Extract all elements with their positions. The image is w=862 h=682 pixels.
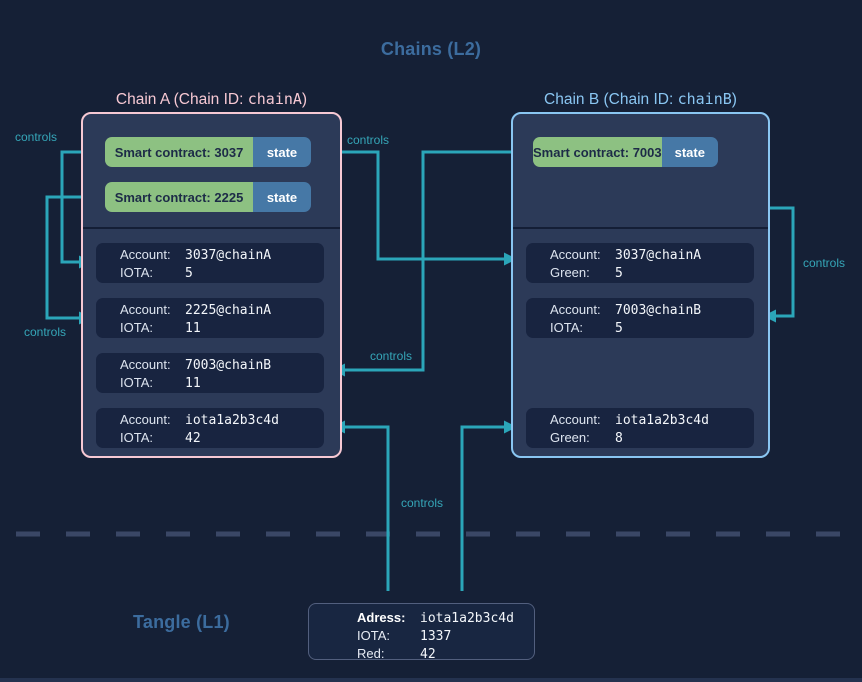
account-card-b2: Account: 7003@chainB IOTA: 5 [526,298,754,338]
chain-a-title: Chain A (Chain ID: chainA) [81,90,342,108]
account-label: Account: [120,357,171,372]
smart-contract-pill-7003: Smart contract: 7003 state [533,137,718,167]
account-label: Account: [120,302,171,317]
account-label: Account: [550,247,601,262]
balance-value: 42 [185,430,201,446]
balance-row: IOTA: 11 [120,320,324,338]
tangle-l1-title: Tangle (L1) [133,612,230,632]
chain-a-title-suffix: ) [301,91,308,108]
section-divider [83,227,340,229]
balance-label: IOTA: [120,264,153,280]
account-row: Account: iota1a2b3c4d [120,412,324,430]
account-label: Account: [120,412,171,427]
state-button: state [253,137,311,167]
chain-b-title-suffix: ) [731,91,737,108]
account-row: Account: 7003@chainB [550,302,754,320]
account-card-a1: Account: 3037@chainA IOTA: 5 [96,243,324,283]
chain-a-panel: Smart contract: 3037 state Smart contrac… [81,112,342,458]
controls-label-left-top: controls [15,130,58,144]
account-card-a3: Account: 7003@chainB IOTA: 11 [96,353,324,393]
account-value: iota1a2b3c4d [615,413,709,428]
balance-row: IOTA: 11 [120,375,324,393]
balance-label: IOTA: [120,319,153,335]
red-label: Red: [357,646,385,662]
chain-b-title-prefix: Chain B (Chain ID: [544,91,678,108]
account-card-a2: Account: 2225@chainA IOTA: 11 [96,298,324,338]
iota-label: IOTA: [357,628,390,644]
balance-value: 5 [615,265,623,281]
state-button: state [253,182,311,212]
chains-l2-title: Chains (L2) [380,39,482,59]
address-value: iota1a2b3c4d [420,611,514,626]
controls-label-right: controls [803,256,846,270]
balance-row: Green: 8 [550,430,754,448]
balance-label: Green: [550,264,590,280]
bottom-edge-strip [0,678,862,682]
balance-row: IOTA: 42 [120,430,324,448]
account-row: Account: iota1a2b3c4d [550,412,754,430]
iota-value: 1337 [420,629,452,645]
chain-b-panel: Smart contract: 7003 state Account: 3037@… [511,112,770,458]
account-label: Account: [550,412,601,427]
controls-label-l1: controls [401,496,444,510]
wire-sc7003-to-account-a3 [345,150,533,372]
account-value: 7003@chainB [185,358,272,373]
balance-label: IOTA: [120,429,153,445]
wire-l1-to-account-a4 [345,425,390,591]
smart-contract-label: Smart contract: 2225 [105,182,253,212]
balance-value: 11 [185,375,201,391]
wire-l1-to-account-b3 [460,425,504,591]
smart-contract-pill-2225: Smart contract: 2225 state [105,182,311,212]
balance-value: 11 [185,320,201,336]
controls-label-mid: controls [370,349,413,363]
red-value: 42 [420,647,436,663]
account-card-b3: Account: iota1a2b3c4d Green: 8 [526,408,754,448]
smart-contract-label: Smart contract: 3037 [105,137,253,167]
smart-contract-pill-3037: Smart contract: 3037 state [105,137,311,167]
balance-label: Green: [550,429,590,445]
balance-label: IOTA: [550,319,583,335]
account-label: Account: [120,247,171,262]
account-value: 2225@chainA [185,303,272,318]
section-divider [513,227,768,229]
smart-contract-label: Smart contract: 7003 [533,137,662,167]
account-card-a4: Account: iota1a2b3c4d IOTA: 42 [96,408,324,448]
account-row: Account: 2225@chainA [120,302,324,320]
chain-b-id-code: chainB [677,90,732,108]
chain-a-id-code: chainA [247,90,302,108]
address-row: Adress: iota1a2b3c4d [357,609,534,627]
red-balance-row: Red: 42 [357,645,534,663]
address-label: Adress: [357,610,406,625]
l1-address-box: Adress: iota1a2b3c4d IOTA: 1337 Red: 42 [308,603,535,663]
balance-row: IOTA: 5 [120,265,324,283]
balance-value: 5 [615,320,623,336]
balance-label: IOTA: [120,374,153,390]
account-value: 3037@chainA [185,248,272,263]
state-button: state [661,137,718,167]
chain-a-title-prefix: Chain A (Chain ID: [115,91,248,108]
chain-b-title: Chain B (Chain ID: chainB) [511,90,770,108]
controls-label-mid-top: controls [347,133,390,147]
balance-row: IOTA: 5 [550,320,754,338]
account-row: Account: 7003@chainB [120,357,324,375]
account-value: 7003@chainB [615,303,702,318]
account-row: Account: 3037@chainA [120,247,324,265]
account-label: Account: [550,302,601,317]
account-value: 3037@chainA [615,248,702,263]
account-card-b1: Account: 3037@chainA Green: 5 [526,243,754,283]
balance-value: 5 [185,265,193,281]
balance-row: Green: 5 [550,265,754,283]
balance-value: 8 [615,430,623,446]
account-row: Account: 3037@chainA [550,247,754,265]
controls-label-left-bottom: controls [24,325,67,339]
account-value: iota1a2b3c4d [185,413,279,428]
iota-balance-row: IOTA: 1337 [357,627,534,645]
